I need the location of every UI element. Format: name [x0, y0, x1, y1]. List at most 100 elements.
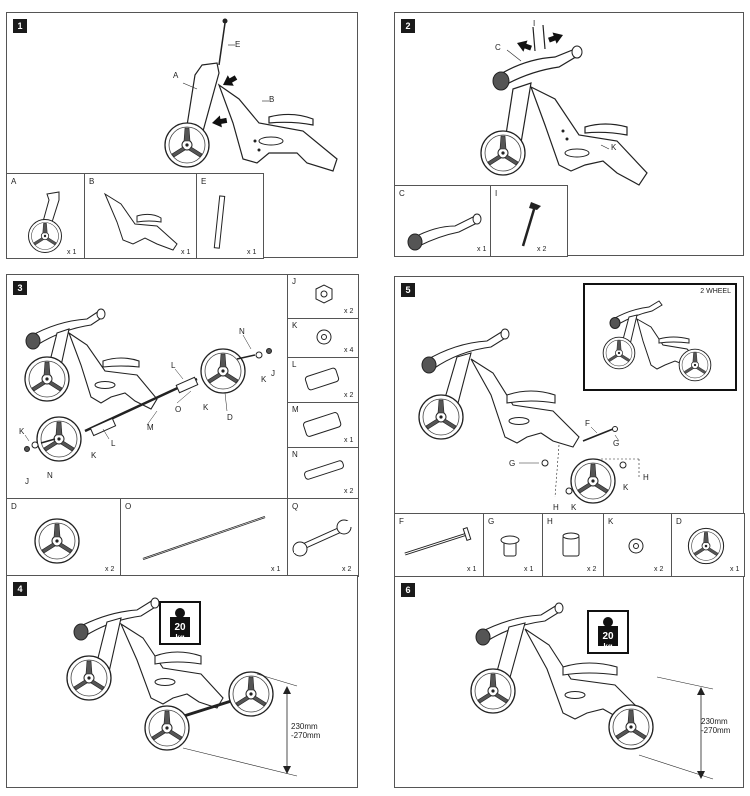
part-cell-B: B x 1: [84, 173, 197, 259]
part-id: D: [11, 502, 17, 511]
part-id: I: [495, 189, 498, 198]
part-qty: x 1: [730, 566, 740, 573]
callout-N-left: N: [47, 471, 53, 480]
part-id: N: [292, 450, 298, 459]
callout-G-left: G: [509, 459, 516, 468]
two-wheel-inset: 2 WHEEL: [583, 283, 737, 391]
part-id: O: [125, 502, 132, 511]
part-id: D: [676, 517, 682, 526]
step-3-panel: 3 N K J L K O D M K: [6, 274, 359, 577]
callout-I: I: [533, 19, 536, 28]
part-cell-K: K x 2: [603, 513, 672, 577]
part-qty: x 1: [524, 566, 534, 573]
part-qty: x 1: [67, 249, 77, 256]
callout-K-right: K: [623, 483, 629, 492]
part-qty: x 1: [181, 249, 191, 256]
part-qty: x 1: [344, 437, 354, 444]
callout-M: M: [147, 423, 154, 432]
callout-D: D: [227, 413, 233, 422]
callout-J-left: J: [25, 477, 29, 486]
step-number: 6: [401, 583, 415, 597]
part-qty: x 2: [105, 566, 115, 573]
part-cell-Q: Q x 2: [287, 498, 359, 577]
step-6-panel: 6 20 kg 230mm -270mm: [394, 576, 744, 788]
part-cell-M: M x 1: [287, 402, 359, 448]
weight-value: 20: [174, 622, 186, 633]
part-id: F: [399, 517, 404, 526]
callout-H-left: H: [553, 503, 559, 512]
part-id: K: [608, 517, 614, 526]
part-qty: x 2: [587, 566, 597, 573]
part-qty: x 2: [537, 246, 547, 253]
step-number: 3: [13, 281, 27, 295]
part-qty: x 4: [344, 347, 354, 354]
step-number: 2: [401, 19, 415, 33]
part-id: B: [89, 177, 95, 186]
height-dimension: 230mm -270mm: [701, 717, 731, 735]
part-qty: x 2: [654, 566, 664, 573]
callout-C: C: [495, 43, 501, 52]
part-id: L: [292, 360, 297, 369]
part-id: C: [399, 189, 405, 198]
part-id: G: [488, 517, 495, 526]
callout-E: E: [235, 40, 241, 49]
callout-N-right: N: [239, 327, 245, 336]
callout-K-left: K: [19, 427, 25, 436]
part-qty: x 1: [271, 566, 281, 573]
callout-F: F: [585, 419, 590, 428]
part-cell-A: A x 1: [6, 173, 85, 259]
part-cell-E: E x 1: [196, 173, 264, 259]
part-cell-J: J x 2: [287, 274, 359, 319]
step-3-illustration: [24, 308, 272, 462]
weight-value: 20: [602, 631, 614, 642]
step-1-panel: 1 E A B A x 1 B x 1: [6, 12, 358, 259]
part-id: H: [547, 517, 553, 526]
part-qty: x 2: [344, 392, 354, 399]
callout-O: O: [175, 405, 182, 414]
step-4-illustration: [66, 597, 298, 777]
part-id: Q: [292, 502, 299, 511]
weight-unit: kg: [603, 642, 613, 651]
height-dimension: 230mm -270mm: [291, 722, 321, 740]
callout-G-right: G: [613, 439, 620, 448]
callout-L-top: L: [171, 361, 176, 370]
step-number: 1: [13, 19, 27, 33]
step-1-illustration: [164, 18, 338, 172]
callout-K-left: K: [571, 503, 577, 512]
part-qty: x 1: [477, 246, 487, 253]
part-qty: x 1: [247, 249, 257, 256]
callout-K-bottom: K: [91, 451, 97, 460]
part-cell-N: N x 2: [287, 447, 359, 499]
part-id: E: [201, 177, 207, 186]
inset-title: 2 WHEEL: [700, 288, 731, 295]
part-cell-K: K x 4: [287, 318, 359, 358]
step-number: 4: [13, 582, 27, 596]
callout-K-right: K: [261, 375, 267, 384]
part-cell-D: D x 2: [6, 498, 121, 577]
part-cell-C: C x 1: [394, 185, 491, 257]
step-2-illustration: [480, 24, 648, 186]
step-number: 5: [401, 283, 415, 297]
part-id: M: [292, 405, 299, 414]
step-5-panel: 5 2 WHEEL: [394, 276, 745, 577]
weight-unit: kg: [175, 633, 185, 642]
callout-L-bottom: L: [111, 439, 116, 448]
part-qty: x 1: [467, 566, 477, 573]
part-id: K: [292, 321, 298, 330]
step-4-panel: 4 20 kg 230mm -270mm: [6, 575, 358, 788]
part-qty: x 2: [342, 566, 352, 573]
part-id: A: [11, 177, 17, 186]
part-id: J: [292, 277, 296, 286]
weight-limit-badge: 20 kg: [159, 601, 201, 645]
part-qty: x 2: [344, 308, 354, 315]
callout-A: A: [173, 71, 179, 80]
step-2-panel: 2 I C K C x 1 I: [394, 12, 744, 257]
weight-limit-badge: 20 kg: [587, 610, 629, 654]
callout-H-right: H: [643, 473, 649, 482]
part-cell-O: O x 1: [120, 498, 288, 577]
step-6-illustration: [470, 602, 714, 780]
part-qty: x 2: [344, 488, 354, 495]
callout-K-mid: K: [203, 403, 209, 412]
part-cell-D: D x 1: [671, 513, 745, 577]
callout-J-right: J: [271, 369, 275, 378]
